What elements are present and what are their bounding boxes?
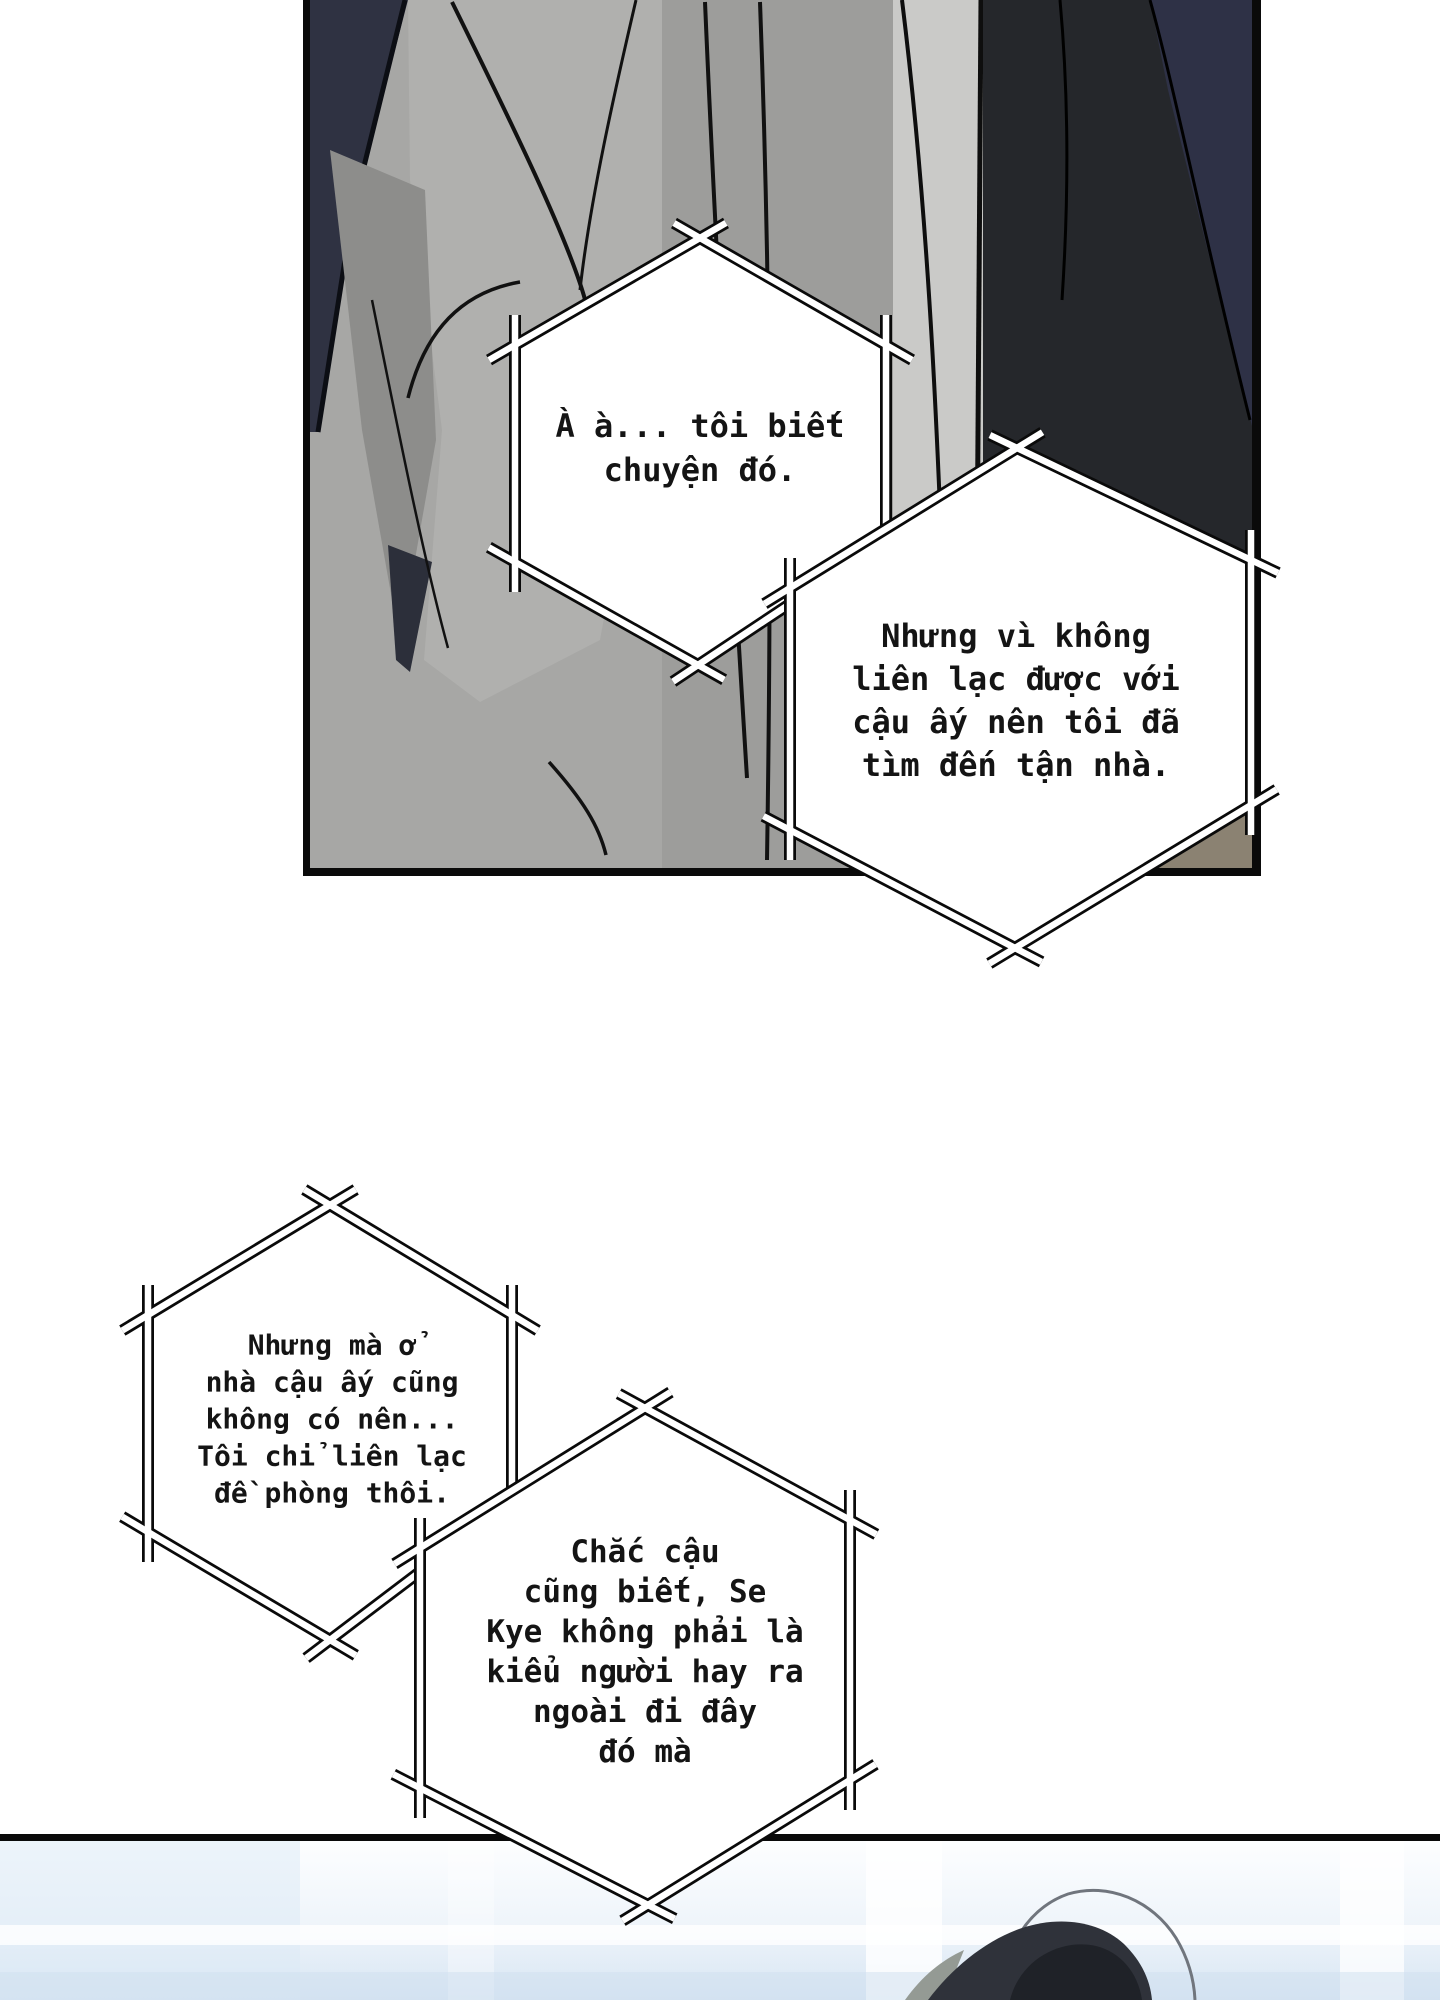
panel-border-bottom (303, 868, 1261, 876)
bubble-line: Tôi chỉ liên lạc (197, 1439, 467, 1473)
speech-bubble-edge (120, 1513, 358, 1659)
shadow-wedge (330, 150, 436, 645)
speech-bubble-3-text: Nhưng mà ở nhà cậu ấy cũng không có nên.… (197, 1327, 467, 1512)
speech-bubble-edge (761, 813, 1044, 965)
shoulder-shape (905, 1950, 964, 2000)
bubble-line: cũng biết, Se (523, 1574, 767, 1610)
speech-bubble-edge (672, 220, 914, 363)
bubble-line: đó mà (598, 1734, 692, 1770)
dark-fold-line (1148, 0, 1252, 421)
speech-bubble-4-text: Chắc cậu cũng biết, Se Kye không phải là… (486, 1532, 803, 1772)
bubble-line: không có nên... (205, 1402, 459, 1436)
fold-line (578, 0, 638, 291)
drawstring (1058, 0, 1069, 301)
speech-bubble-edge (392, 1389, 673, 1567)
speech-bubble-edge (617, 1390, 878, 1538)
speech-bubble-edge (487, 544, 726, 683)
speech-bubble-edge (620, 1761, 878, 1924)
bubble-line: Nhưng mà ở (247, 1328, 417, 1362)
speech-bubble-2-text: Nhưng vì không liên lạc được với cậu ấy … (852, 615, 1180, 787)
bubble-line: nhà cậu ấy cũng (205, 1365, 459, 1399)
bubble-line: kiểu người hay ra (486, 1654, 804, 1690)
speech-bubble-edge (302, 1186, 540, 1334)
panel-border-left (303, 0, 310, 876)
window-sill-shade (0, 1972, 1440, 2000)
bubble-line: ngoài đi đây (533, 1694, 757, 1730)
bubble-line: Kye không phải là (486, 1614, 804, 1650)
panel-bottom (0, 1834, 1440, 2000)
speech-bubble-1-text: À à... tôi biết chuyện đó. (556, 404, 845, 492)
fold-line (547, 760, 608, 856)
speech-bubble-4 (390, 1387, 880, 1926)
speech-bubbles-layer (119, 217, 1281, 1926)
window-frame-horizontal (0, 1925, 1440, 1945)
speech-bubble-hexagon (420, 1408, 850, 1905)
speech-bubble-edge (988, 432, 1280, 576)
bubble-line: Nhưng vì không (881, 617, 1151, 655)
bubble-line: đề phòng thôi. (213, 1476, 450, 1510)
speech-bubble-edge (391, 1771, 677, 1922)
panel-border-right (1252, 0, 1261, 876)
speech-bubble-hexagon (790, 448, 1251, 948)
fold-line (370, 299, 450, 649)
speech-bubble-edge (762, 429, 1045, 607)
bubble-line: tìm đến tận nhà. (861, 746, 1171, 784)
bubble-line: chuyện đó. (603, 451, 797, 489)
character-hair-shadow (1010, 1944, 1142, 2000)
speech-bubble-2 (760, 427, 1281, 969)
dark-fold-tip (388, 545, 432, 672)
bubble-line: Chắc cậu (570, 1534, 720, 1570)
fold-line (406, 280, 521, 399)
speech-bubble-edge (987, 786, 1279, 967)
speech-bubble-edge (487, 220, 728, 363)
bubble-line: À à... tôi biết (555, 407, 845, 445)
bubble-line: liên lạc được với (852, 660, 1180, 698)
speech-bubble-edge (120, 1186, 358, 1334)
bubble-line: cậu ấy nên tôi đã (852, 703, 1180, 741)
